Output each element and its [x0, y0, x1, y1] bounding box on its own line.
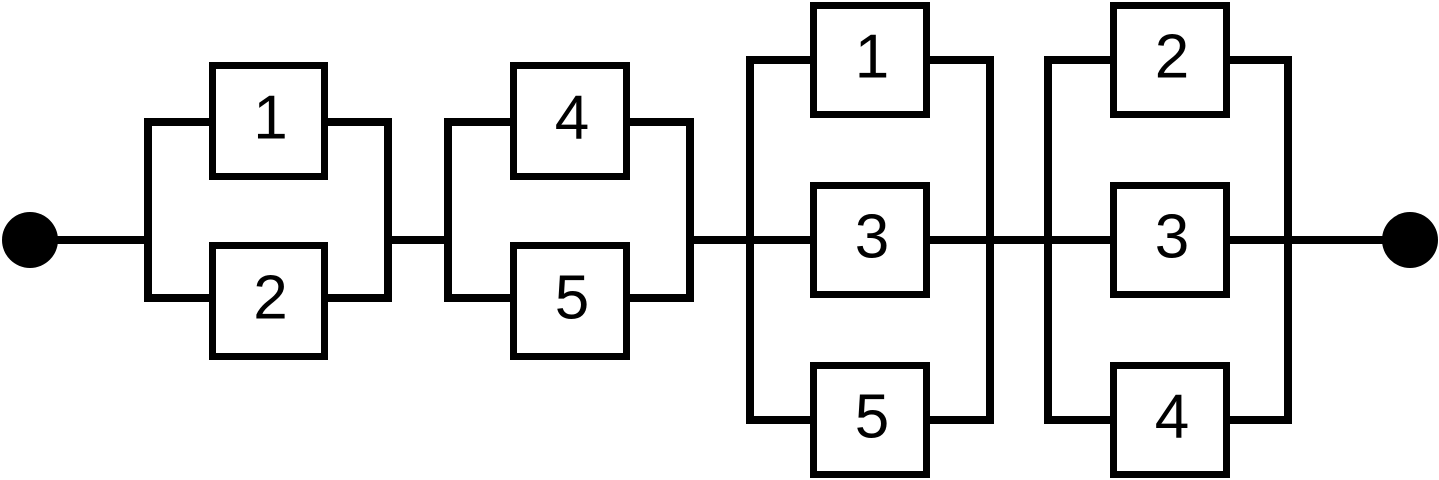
block-label-1: 1 — [253, 83, 287, 152]
block-label-5: 5 — [555, 263, 589, 332]
block-rect-5[interactable] — [810, 362, 930, 478]
block-rect-2[interactable] — [1110, 2, 1230, 118]
group-3-block-5[interactable]: 5 — [746, 362, 994, 478]
group-4-block-2[interactable]: 2 — [1044, 2, 1292, 118]
block-label-4: 4 — [555, 83, 589, 152]
block-label-2: 2 — [1155, 22, 1189, 91]
group-1-block-1[interactable]: 1 — [144, 62, 392, 180]
group-3-block-3[interactable]: 3 — [746, 182, 994, 298]
parallel-group-2: 45 — [444, 62, 694, 360]
block-label-4: 4 — [1155, 382, 1189, 451]
block-rect-4[interactable] — [1110, 362, 1230, 478]
block-rect-5[interactable] — [510, 242, 630, 360]
block-label-3: 3 — [855, 202, 889, 271]
group-3-block-1[interactable]: 1 — [746, 2, 994, 118]
group-2-block-5[interactable]: 5 — [444, 242, 694, 360]
block-label-5: 5 — [855, 382, 889, 451]
block-label-1: 1 — [855, 22, 889, 91]
block-label-2: 2 — [253, 263, 287, 332]
parallel-group-1: 12 — [144, 62, 392, 360]
end-node[interactable] — [1382, 212, 1438, 268]
group-1-block-2[interactable]: 2 — [144, 242, 392, 360]
start-node[interactable] — [2, 212, 58, 268]
block-rect-4[interactable] — [510, 62, 630, 180]
block-rect-2[interactable] — [209, 242, 328, 360]
parallel-group-4: 2 3 4 — [1044, 2, 1292, 478]
block-label-3: 3 — [1155, 202, 1189, 271]
group-2-block-4[interactable]: 4 — [444, 62, 694, 180]
terminals-layer — [2, 212, 1438, 268]
block-rect-1[interactable] — [810, 2, 930, 118]
group-4-block-3[interactable]: 3 — [1044, 182, 1292, 298]
block-rect-3[interactable] — [1110, 182, 1230, 298]
block-rect-1[interactable] — [209, 62, 328, 180]
block-rect-3[interactable] — [810, 182, 930, 298]
parallel-group-3: 1 3 5 — [746, 2, 994, 478]
group-4-block-4[interactable]: 4 — [1044, 362, 1292, 478]
